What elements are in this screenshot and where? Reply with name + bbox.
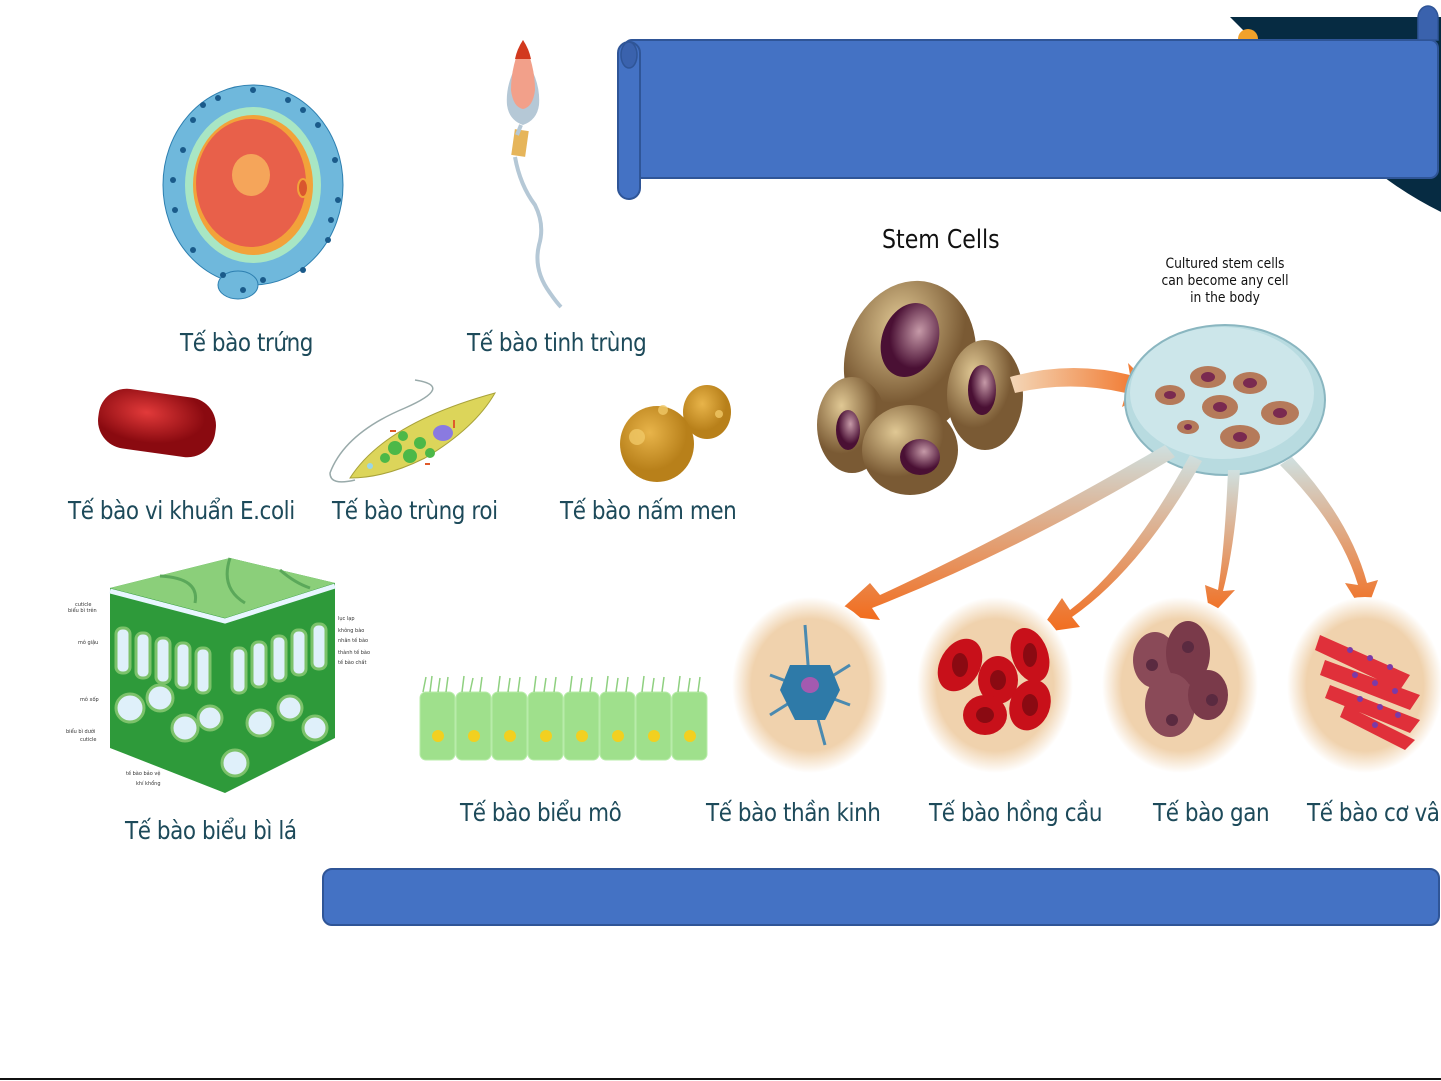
cell-label-egg: Tế bào trứng — [180, 328, 314, 357]
stem-cells-diagram — [817, 280, 1378, 633]
arrow-to-muscle — [1280, 457, 1378, 615]
leaf-epidermis-diagram: cuticle biểu bì trên mô giậu mô xốp biểu… — [66, 557, 370, 793]
stem-cells-title: Stem Cells — [882, 225, 1000, 255]
svg-text:biểu bì dưới: biểu bì dưới — [66, 728, 95, 735]
neuron-image — [769, 624, 851, 746]
svg-text:khí khổng: khí khổng — [136, 780, 161, 787]
egg-cell-image — [162, 84, 344, 300]
ecoli-cell-image — [98, 388, 216, 458]
epithelial-cell-image — [419, 675, 708, 761]
svg-text:mô xốp: mô xốp — [80, 696, 99, 703]
svg-text:biểu bì trên: biểu bì trên — [68, 607, 97, 614]
cell-label-neuron: Tế bào thần kinh — [706, 798, 881, 827]
cell-label-leaf: Tế bào biểu bì lá — [125, 816, 297, 845]
yeast-cell-image — [620, 385, 731, 482]
cell-label-ecoli: Tế bào vi khuẩn E.coli — [68, 496, 295, 525]
arrow-to-dish — [1010, 363, 1155, 407]
svg-text:thành tế bào: thành tế bào — [338, 649, 370, 656]
cell-label-muscle: Tế bào cơ vân — [1307, 798, 1441, 827]
cell-label-euglena: Tế bào trùng roi — [332, 496, 498, 525]
arrow-to-rbc — [1038, 455, 1202, 633]
cell-label-sperm: Tế bào tinh trùng — [467, 328, 647, 357]
slide-bottom-border — [0, 1078, 1441, 1080]
bottom-banner — [322, 868, 1440, 926]
cell-label-liver: Tế bào gan — [1153, 798, 1270, 827]
svg-text:nhân tế bào: nhân tế bào — [338, 637, 368, 644]
arrow-to-liver — [1205, 470, 1240, 617]
cell-label-epithelial: Tế bào biểu mô — [460, 798, 622, 827]
svg-text:tế bào bảo vệ: tế bào bảo vệ — [126, 770, 160, 777]
svg-text:không bào: không bào — [338, 627, 364, 634]
muscle-cells-image — [1315, 635, 1420, 750]
svg-text:cuticle: cuticle — [80, 737, 96, 743]
cell-label-yeast: Tế bào nấm men — [560, 496, 737, 525]
sperm-cell-image — [506, 40, 563, 309]
svg-text:tế bào chất: tế bào chất — [338, 659, 366, 666]
liver-cells-image — [1133, 621, 1228, 737]
arrow-to-neuron — [835, 445, 1175, 620]
title-scroll-banner — [617, 5, 1439, 200]
euglena-cell-image — [329, 379, 497, 483]
svg-text:lục lạp: lục lạp — [338, 616, 355, 622]
svg-text:mô giậu: mô giậu — [78, 639, 98, 646]
leaf-label-cuticle-top: cuticle — [75, 602, 91, 608]
differentiated-cells — [732, 597, 1441, 773]
stem-cells-caption: Cultured stem cells can become any cell … — [1161, 256, 1289, 306]
cell-label-rbc: Tế bào hồng cầu — [929, 798, 1103, 827]
